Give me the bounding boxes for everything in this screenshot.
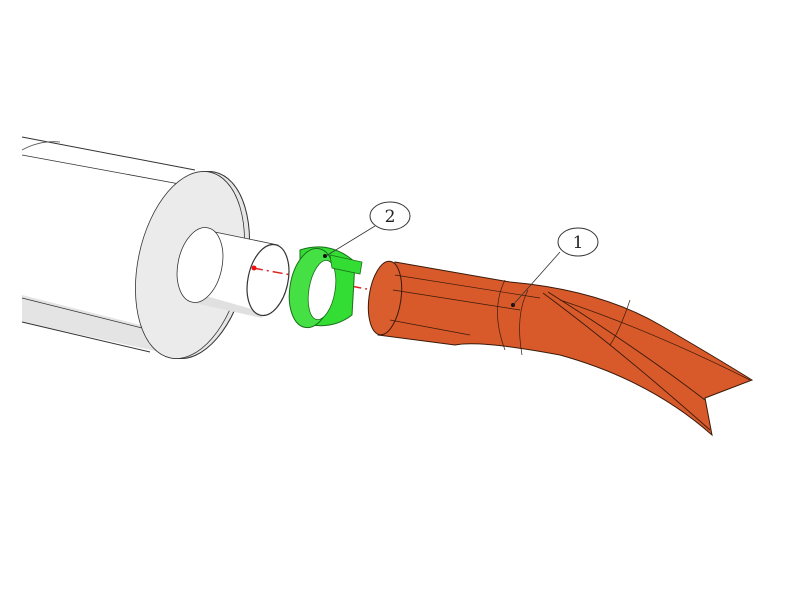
muffler-body xyxy=(21,135,290,360)
callout-1-label: 1 xyxy=(573,233,584,253)
tailpipe-part xyxy=(367,260,754,437)
callout-2-label: 2 xyxy=(385,207,396,227)
callout-2: 2 xyxy=(325,201,411,257)
clamp-part xyxy=(288,246,363,329)
callout-1: 1 xyxy=(512,227,599,306)
